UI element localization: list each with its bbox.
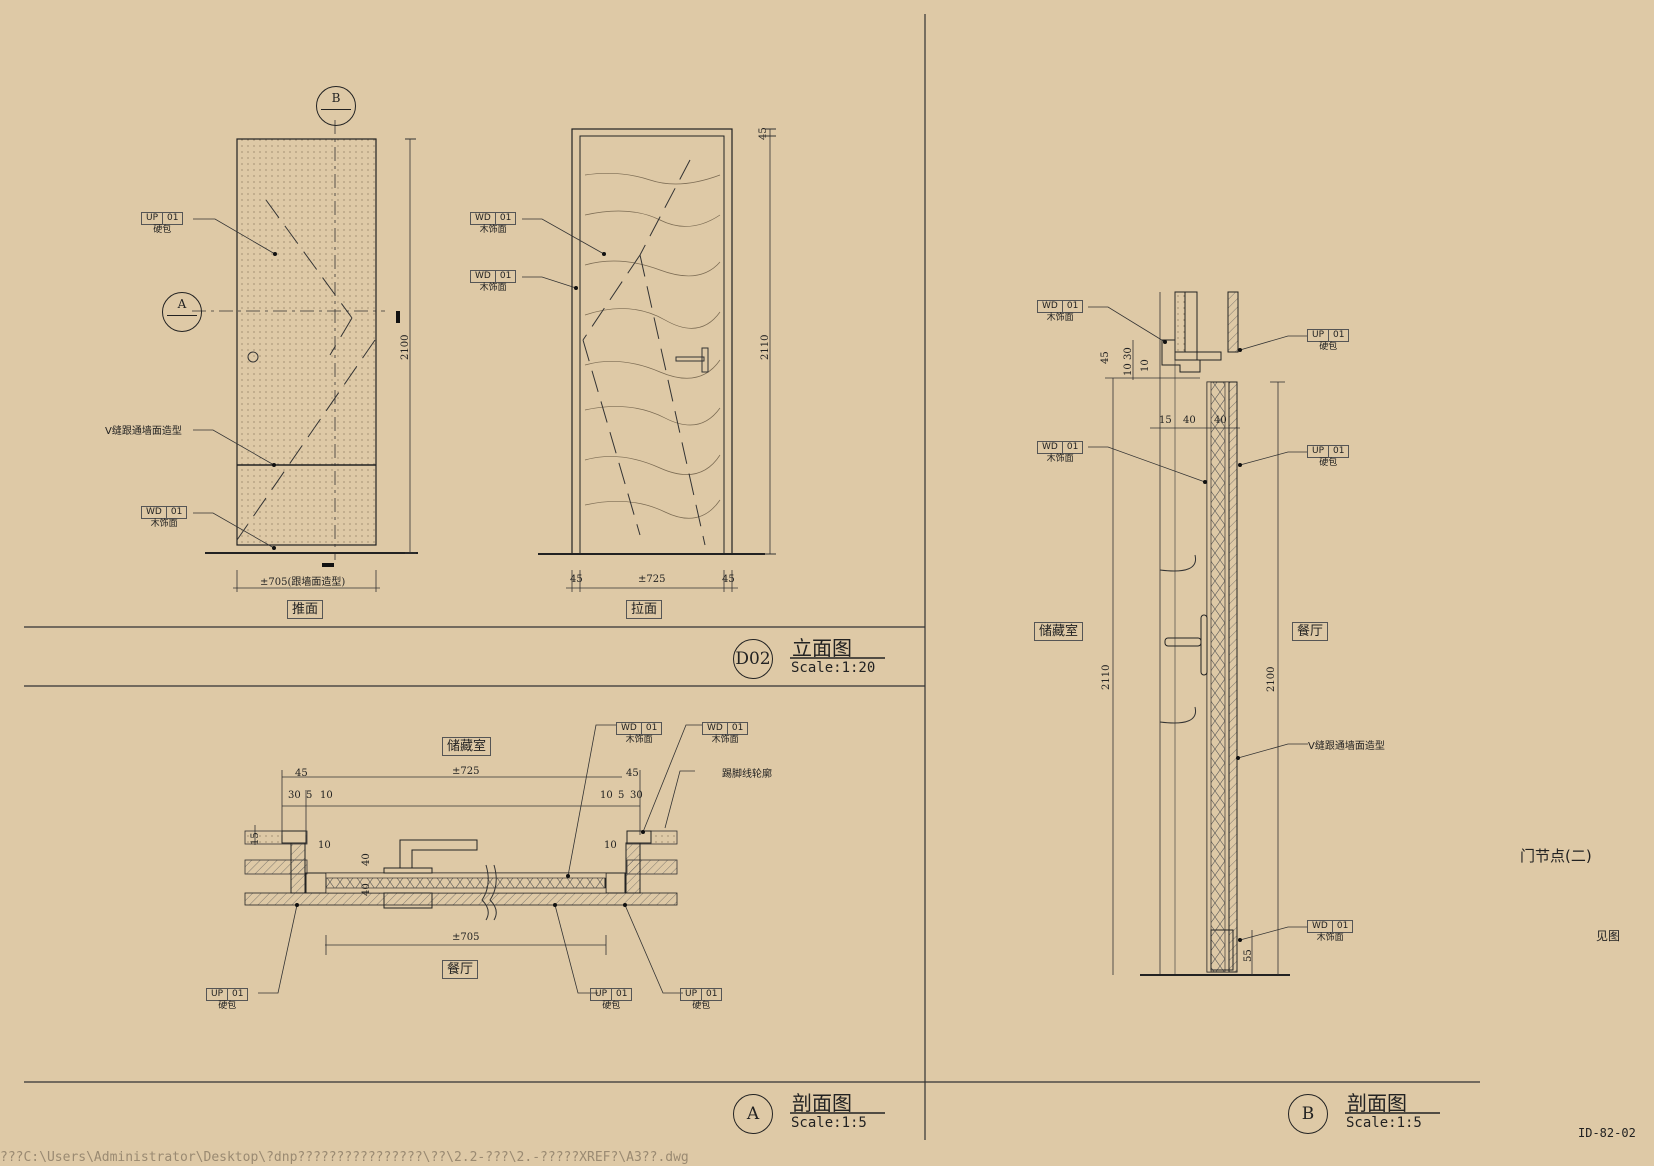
marker-d02-label: D02 xyxy=(735,649,771,669)
dim-a-30-left: 30 xyxy=(288,790,301,801)
section-marker-a-elevation: A xyxy=(162,292,202,332)
dim-b-30: 30 xyxy=(1123,347,1134,360)
see-drawing-label: 见图 xyxy=(1596,929,1621,943)
marker-b-label: B xyxy=(331,91,341,105)
dim-section-b-right: 2100 xyxy=(1266,666,1277,692)
dim-b-10-b: 10 xyxy=(1140,359,1151,372)
dim-a-5-left: 5 xyxy=(306,790,313,801)
section-b-drawing xyxy=(1088,291,1308,976)
v-groove-note-section-b: V缝跟通墙面造型 xyxy=(1308,741,1385,752)
dim-a-40-bottom: 40 xyxy=(361,883,372,896)
dim-b-45: 45 xyxy=(1100,351,1111,364)
skirting-note: 踢脚线轮廓 xyxy=(722,769,772,780)
view-marker-section-a: A xyxy=(733,1094,773,1134)
section-a-drawing xyxy=(244,724,703,994)
room-label-dining-a: 餐厅 xyxy=(442,960,479,979)
dim-b-15: 15 xyxy=(1159,415,1172,426)
dim-a-5-right: 5 xyxy=(618,790,625,801)
node-title: 门节点(二) xyxy=(1520,847,1592,865)
sheet-number: ID-82-02 xyxy=(1578,1126,1636,1140)
dim-b-55: 55 xyxy=(1243,949,1254,962)
sheet-frame xyxy=(24,14,1480,1140)
view-marker-d02: D02 xyxy=(733,639,773,679)
dim-pull-width: ±725 xyxy=(638,574,666,585)
dim-a-10-mid-left: 10 xyxy=(318,840,331,851)
dim-push-height: 2100 xyxy=(400,334,411,360)
dim-section-a-inner: ±705 xyxy=(452,932,480,943)
room-label-storage-b: 储藏室 xyxy=(1034,622,1084,641)
section-b-title: 剖面图 xyxy=(1347,1091,1407,1115)
dim-a-10-right: 10 xyxy=(600,790,613,801)
room-label-storage-a: 储藏室 xyxy=(442,737,492,756)
dim-a-40-top: 40 xyxy=(361,853,372,866)
dim-push-width: ±705(跟墙面造型) xyxy=(260,577,346,588)
dim-a-30-right: 30 xyxy=(630,790,643,801)
dim-pull-side-right: 45 xyxy=(722,574,735,585)
dim-a-15: 15 xyxy=(250,832,261,845)
v-groove-note-elevation: V缝跟通墙面造型 xyxy=(105,426,182,437)
dim-section-a-overall: ±725 xyxy=(452,766,480,777)
dim-b-10-a: 10 xyxy=(1123,363,1134,376)
section-a-title: 剖面图 xyxy=(792,1091,852,1115)
section-b-scale: Scale:1:5 xyxy=(1346,1115,1422,1131)
dim-section-b-left: 2110 xyxy=(1101,664,1112,690)
file-path: ???C:\Users\Administrator\Desktop\?dnp??… xyxy=(0,1150,689,1165)
dim-a-45-left: 45 xyxy=(295,768,308,779)
title-underlines xyxy=(790,657,1440,1114)
dim-pull-height: 2110 xyxy=(760,334,771,360)
marker-section-a-label: A xyxy=(746,1104,760,1124)
pull-face-elevation xyxy=(522,128,776,592)
dim-a-45-right: 45 xyxy=(626,768,639,779)
dim-a-10-left: 10 xyxy=(320,790,333,801)
marker-a-label: A xyxy=(177,297,187,311)
dim-b-40-b: 40 xyxy=(1214,415,1227,426)
push-face-label: 推面 xyxy=(287,600,324,619)
dim-pull-top: 45 xyxy=(758,127,769,140)
push-face-elevation xyxy=(192,120,418,592)
view-marker-section-b: B xyxy=(1288,1094,1328,1134)
dim-a-10-mid-right: 10 xyxy=(604,840,617,851)
elevation-title: 立面图 xyxy=(792,636,852,660)
dim-pull-side-left: 45 xyxy=(570,574,583,585)
section-a-scale: Scale:1:5 xyxy=(791,1115,867,1131)
room-label-dining-b: 餐厅 xyxy=(1292,622,1329,641)
elevation-scale: Scale:1:20 xyxy=(791,660,876,676)
dim-b-40-a: 40 xyxy=(1183,415,1196,426)
marker-section-b-label: B xyxy=(1301,1104,1315,1124)
pull-face-label: 拉面 xyxy=(626,600,663,619)
section-marker-b-elevation: B xyxy=(316,86,356,126)
